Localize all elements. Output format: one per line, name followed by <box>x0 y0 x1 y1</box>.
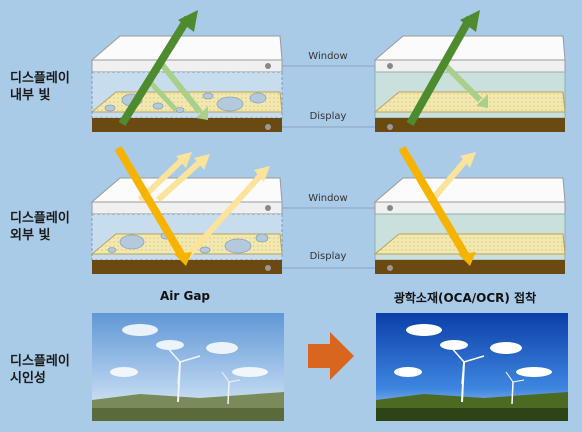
row-label-internal-light: 디스플레이 내부 빛 <box>10 71 70 103</box>
column-title-air-gap: Air Gap <box>159 289 211 303</box>
column-title-optical-bonding: 광학소재(OCA/OCR) 접착 <box>393 291 537 305</box>
display-label-top: Display <box>309 111 347 122</box>
optical-bonding-internal-stack <box>373 10 566 132</box>
optical-bonding-external-stack <box>373 145 566 274</box>
row-label-visibility: 디스플레이 시인성 <box>10 354 70 386</box>
transition-arrow-icon <box>308 332 354 380</box>
air-gap-external-stack <box>90 145 283 274</box>
window-label-bottom: Window <box>308 193 348 204</box>
photo-before <box>92 313 284 421</box>
display-label-bottom: Display <box>309 251 347 262</box>
leader-lines <box>268 65 390 269</box>
photo-after <box>376 313 568 421</box>
air-gap-internal-stack <box>90 10 283 132</box>
window-label-top: Window <box>308 51 348 62</box>
row-label-external-light: 디스플레이 외부 빛 <box>10 211 70 243</box>
